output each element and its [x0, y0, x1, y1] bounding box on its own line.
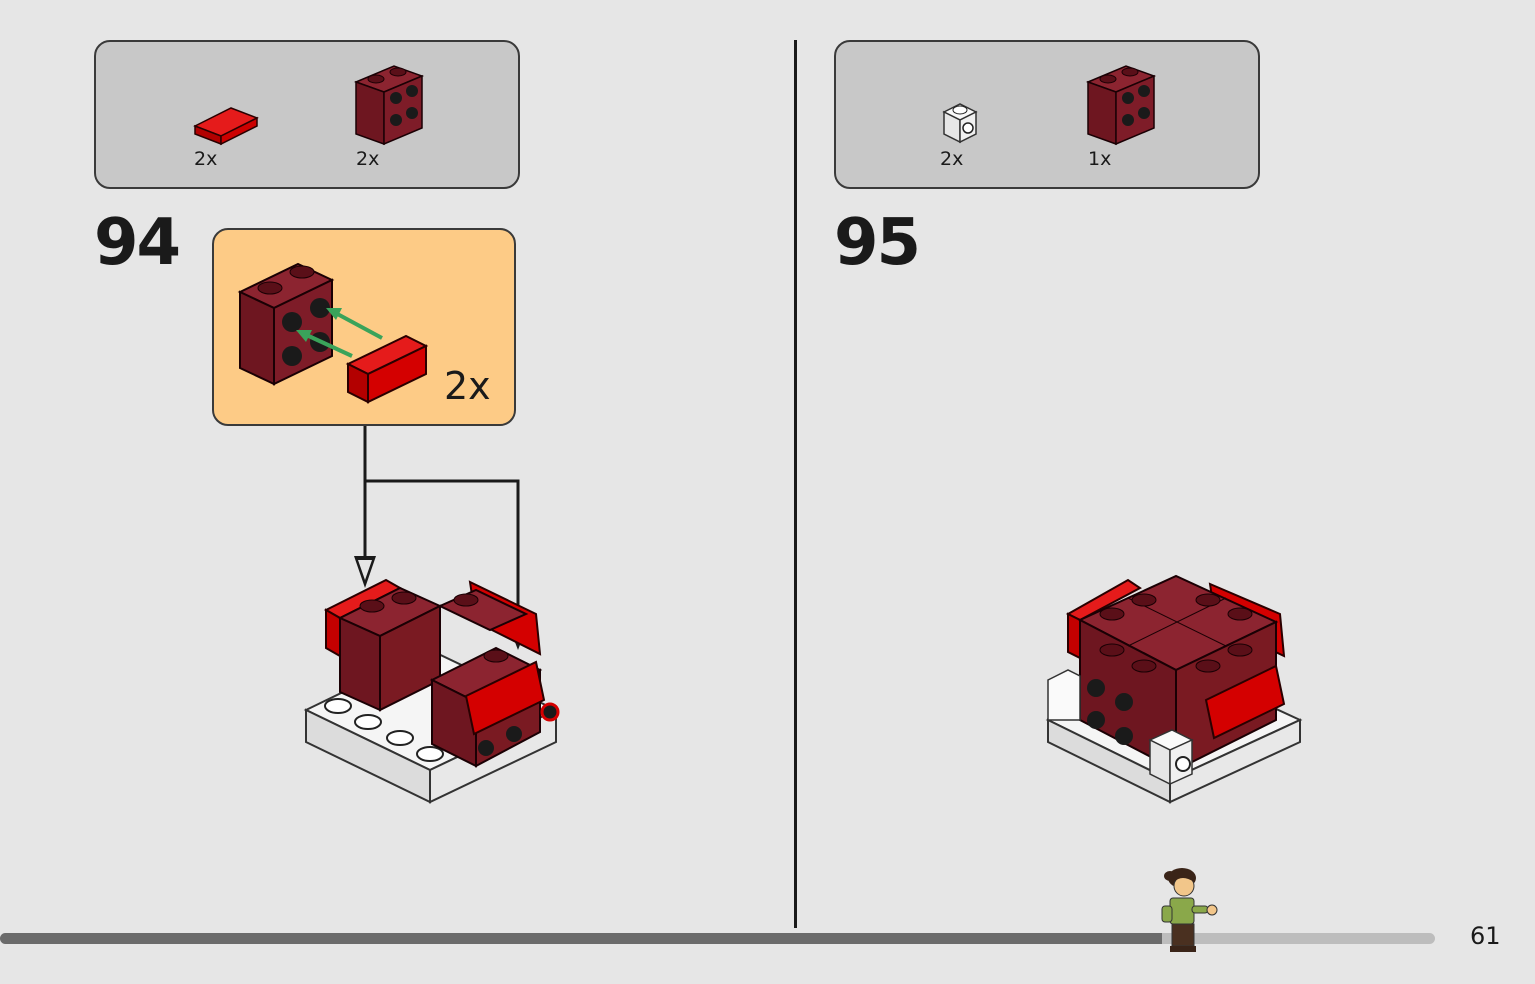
part-qty: 1x	[1088, 148, 1112, 170]
parts-list-box-step-95: 2x 1x	[834, 40, 1260, 189]
sub-assembly-callout: 2x	[212, 228, 516, 426]
step-95-model-illustration	[1045, 574, 1303, 804]
part-qty: 2x	[194, 148, 218, 170]
step-94-model-illustration	[303, 578, 560, 804]
step-number: 95	[834, 206, 921, 280]
progress-bar-fill	[0, 933, 1163, 944]
dark-red-brick-icon	[353, 65, 425, 146]
minifigure-progress-marker-icon	[1161, 868, 1218, 952]
callout-qty: 2x	[444, 364, 491, 408]
red-tile-icon	[193, 107, 259, 146]
white-bracket-icon	[942, 103, 978, 144]
step-number: 94	[94, 206, 181, 280]
part-qty: 2x	[356, 148, 380, 170]
progress-bar	[0, 933, 1435, 944]
part-qty: 2x	[940, 148, 964, 170]
dark-red-brick-icon	[1085, 65, 1157, 146]
page-number: 61	[1470, 922, 1501, 950]
page-divider	[794, 40, 797, 928]
callout-brick-with-tile-illustration	[237, 262, 429, 404]
parts-list-box-step-94: 2x 2x	[94, 40, 520, 189]
